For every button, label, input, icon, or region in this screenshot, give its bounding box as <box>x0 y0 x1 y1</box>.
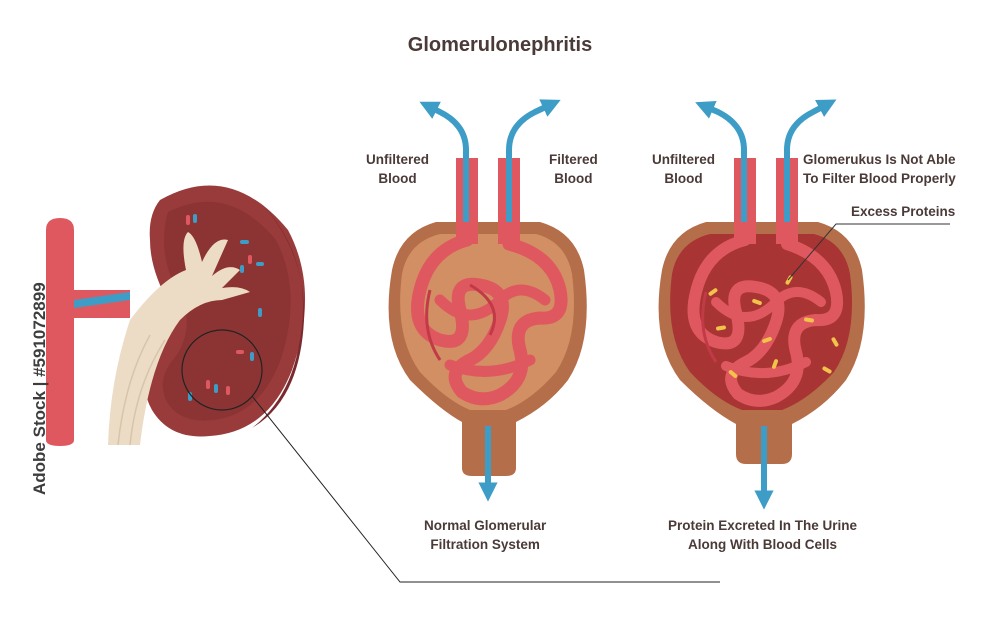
caption-damaged: Protein Excreted In The Urine Along With… <box>668 516 857 554</box>
label-line: Blood <box>664 171 703 186</box>
label-line: To Filter Blood Properly <box>803 171 956 186</box>
label-unfiltered-blood-2: Unfiltered Blood <box>652 150 715 188</box>
capillary-loops-damaged <box>687 234 843 407</box>
arrow-unfiltered <box>419 101 469 222</box>
label-excess-proteins: Excess Proteins <box>851 204 956 219</box>
label-line: Unfiltered <box>652 152 716 167</box>
label-line: Blood <box>378 171 417 186</box>
renal-pelvis <box>108 232 250 445</box>
protein-particles <box>708 275 839 378</box>
kidney-cells <box>186 214 264 401</box>
diagram-title: Glomerulonephritis <box>407 34 593 56</box>
label-filtered-blood: Filtered Blood <box>549 150 598 188</box>
excess-pointer <box>787 223 950 281</box>
main-vessel <box>46 218 74 446</box>
label-line: Unfiltered <box>366 152 430 167</box>
caption-normal: Normal Glomerular Filtration System <box>424 516 546 554</box>
label-not-able-to-filter: Glomerukus Is Not Able To Filter Blood P… <box>803 150 956 188</box>
zoom-circle <box>181 329 263 411</box>
renal-vein <box>74 292 130 308</box>
label-unfiltered-blood-1: Unfiltered Blood <box>366 150 429 188</box>
label-line: Blood <box>554 171 593 186</box>
zoom-connector <box>251 395 720 583</box>
label-line: Filtered <box>549 152 598 167</box>
arrow-unfiltered-2 <box>695 100 747 222</box>
arrow-filtered <box>506 99 561 222</box>
caption-line: Along With Blood Cells <box>687 537 838 552</box>
caption-line: Normal Glomerular <box>424 518 547 533</box>
capsule-inner <box>400 234 574 410</box>
stock-watermark: Adobe Stock | #591072899 <box>30 282 49 495</box>
arrow-filtered-2 <box>784 99 837 222</box>
glomerulus-normal <box>388 99 587 502</box>
caption-line: Filtration System <box>430 537 540 552</box>
capillary-loops <box>411 233 568 406</box>
caption-line: Protein Excreted In The Urine <box>668 518 858 533</box>
glomerulus-damaged <box>658 99 950 510</box>
label-line: Glomerukus Is Not Able <box>803 152 956 167</box>
kidney-illustration <box>46 185 720 583</box>
